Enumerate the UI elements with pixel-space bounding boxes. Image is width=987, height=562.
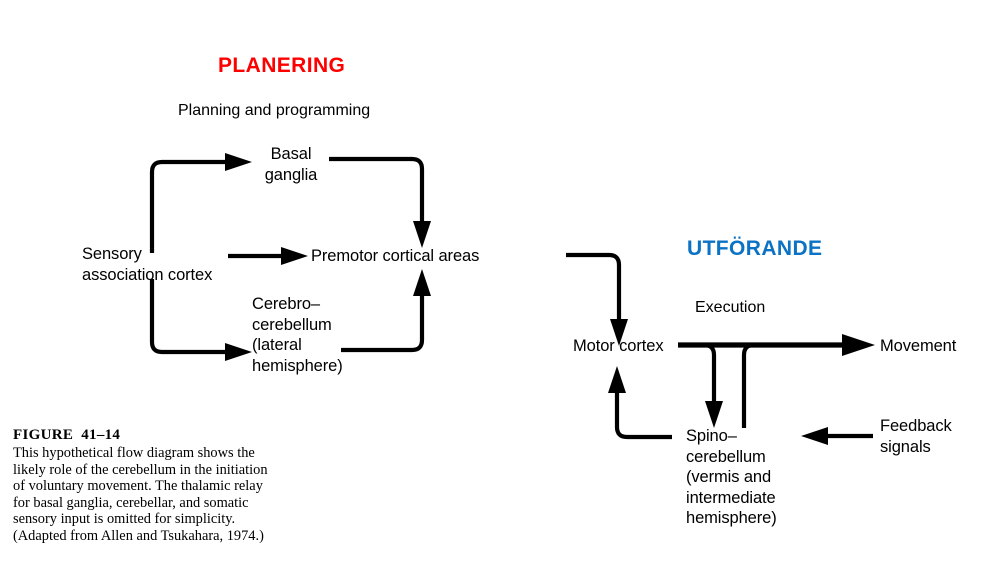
caption-title: FIGURE 41–14 xyxy=(13,427,121,443)
node-cerebro-cerebellum: Cerebro– cerebellum (lateral hemisphere) xyxy=(252,295,343,375)
connector-sensory-to-premotor xyxy=(228,247,308,265)
connector-sensory-to-cerebro-cerebellum xyxy=(149,279,252,361)
caption-body: This hypothetical flow diagram shows the… xyxy=(13,445,268,544)
figure-caption: FIGURE 41–14 This hypothetical flow diag… xyxy=(13,427,275,545)
node-spino-cerebellum: Spino– cerebellum (vermis and intermedia… xyxy=(686,427,777,527)
connector-sensory-to-basal-ganglia xyxy=(149,153,252,253)
connector-motor-output-to-spino-cerebellum xyxy=(703,342,723,428)
node-movement: Movement xyxy=(880,337,957,355)
connector-motor-cortex-to-movement xyxy=(678,334,875,356)
label-execution: Execution xyxy=(695,299,766,316)
connector-premotor-to-motor-cortex xyxy=(566,252,628,346)
connector-spino-cerebellum-to-motor-output xyxy=(741,342,755,428)
heading-utforande: UTFÖRANDE xyxy=(687,237,823,260)
heading-planering: PLANERING xyxy=(218,54,346,77)
label-planning-and-programming: Planning and programming xyxy=(178,102,371,119)
node-basal-ganglia: Basal ganglia xyxy=(264,145,318,184)
node-feedback-signals: Feedback signals xyxy=(880,417,952,456)
connector-spino-cerebellum-to-motor-cortex xyxy=(608,366,672,440)
node-motor-cortex: Motor cortex xyxy=(573,337,664,355)
node-premotor-cortical-areas: Premotor cortical areas xyxy=(311,247,480,265)
connector-basal-ganglia-to-premotor xyxy=(329,156,431,248)
node-sensory-association-cortex: Sensory association cortex xyxy=(82,245,213,284)
